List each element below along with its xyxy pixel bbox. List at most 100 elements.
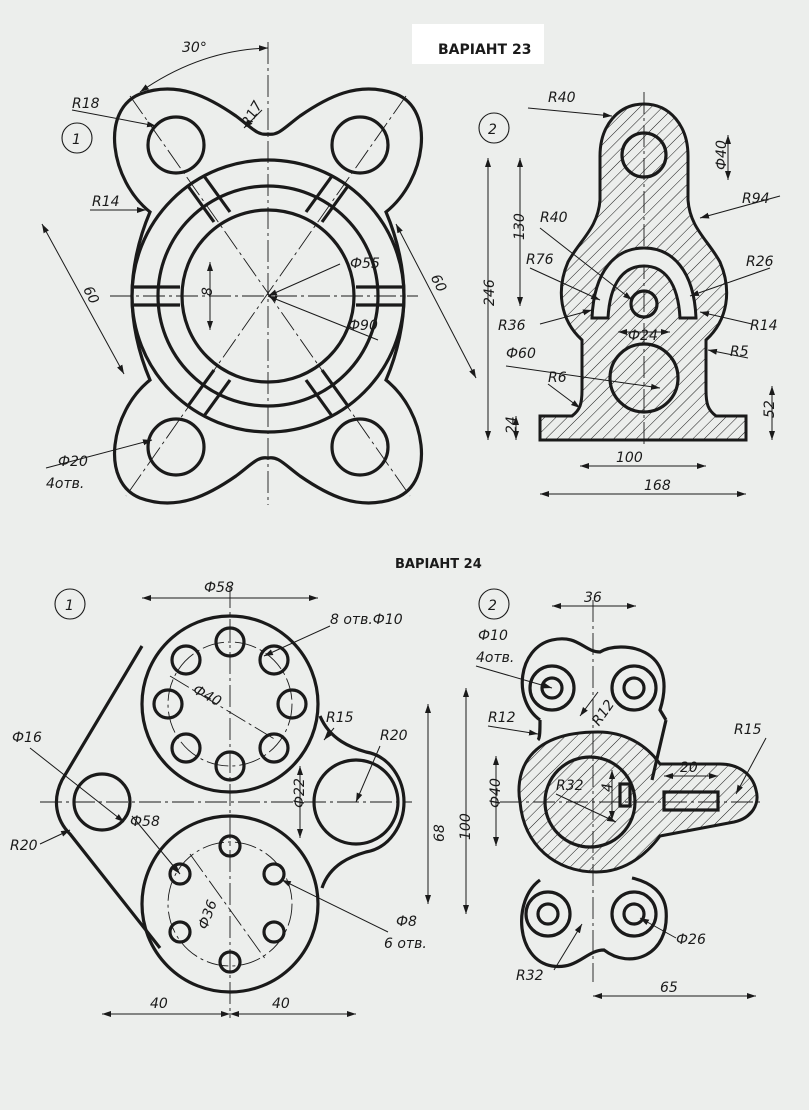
v24-figure2: 2 36 Ф10 4отв. R12 R12 R15 20 Ф40 R32: [458, 588, 767, 999]
v23-fig2-r26: R26: [746, 254, 774, 270]
v24-fig1-holes8-leader: [263, 625, 331, 657]
v24-fig1-top-bolt-circle: [167, 641, 293, 767]
v23-fig1-number: 1: [72, 132, 81, 148]
v23-fig1-r18: R18: [72, 96, 100, 112]
v23-fig2-bottom-bore: [608, 342, 680, 414]
v24-fig2-slot: [662, 790, 720, 812]
variant23-title: ВАРІАНТ 23: [438, 42, 531, 58]
v23-fig1-outer-contour: [113, 87, 423, 505]
v24-fig1-d36-leader: [189, 853, 267, 961]
v24-fig1-d40: Ф40: [190, 682, 224, 710]
v24-fig1-d16: Ф16: [12, 730, 42, 746]
v24-fig1-right-boss: [312, 758, 400, 846]
v24-fig2-hole-bl-inner: [536, 902, 560, 926]
v23-fig1-holes-d: Ф20: [58, 454, 88, 470]
v24-fig1-top-disk: [140, 614, 320, 794]
v23-fig2-w168: 168: [644, 478, 671, 494]
v24-fig1-r20-left: R20: [10, 838, 38, 854]
v23-fig2-r5: R5: [730, 344, 749, 360]
v24-fig1-bottom-bolt-circle: [167, 841, 293, 967]
v23-figure2: 2 R40 Ф40 R94 R40 R76 R26 130 246 R36 R1…: [478, 90, 781, 497]
v24-fig1-holes8: 8 отв.Ф10: [330, 612, 403, 628]
v24-fig2-w20: 20: [680, 760, 698, 776]
v23-fig2-r6: R6: [548, 370, 567, 386]
v23-fig2-r40-mid-leader: [539, 227, 633, 301]
v23-fig2-r94-leader: [699, 195, 781, 219]
variant24-title: ВАРІАНТ 24: [395, 557, 482, 572]
v23-fig2-d24: Ф24: [628, 328, 658, 344]
v24-fig2-r32-mid-leader: [555, 793, 617, 823]
v24-fig2-number-circle: [478, 588, 510, 620]
v23-fig1-number-circle: [61, 122, 93, 154]
v24-fig1-number: 1: [65, 598, 74, 614]
v24-fig2-r32-bottom: R32: [516, 968, 544, 984]
v23-fig2-d40: Ф40: [714, 140, 730, 170]
v24-fig2-hole-tl: [528, 664, 576, 712]
v24-fig1-r20-right-leader: [355, 745, 381, 803]
v23-fig2-d60: Ф60: [506, 346, 536, 362]
v24-fig1-d36: Ф36: [196, 898, 221, 932]
v24-fig1-w40-left: 40: [150, 996, 168, 1012]
v23-fig2-section: [538, 102, 748, 442]
v24-fig2-bore: [543, 755, 637, 849]
v24-fig2-d40: Ф40: [488, 778, 504, 808]
v23-fig2-r26-leader: [689, 267, 771, 297]
v23-fig2-r94: R94: [742, 191, 770, 207]
v24-fig1-bottom-disk: [140, 814, 320, 994]
v23-fig1-hole-tr: [330, 115, 390, 175]
v24-fig1-d58-top: Ф58: [204, 580, 234, 596]
v23-fig2-h24: 24: [504, 416, 520, 434]
v24-fig2-d10: Ф10: [478, 628, 508, 644]
v23-fig1-dim60-left: [41, 223, 125, 375]
v24-fig2-r32-bottom-leader: [553, 923, 583, 971]
v23-fig1-angle: 30°: [182, 40, 207, 56]
v23-fig2-h52: 52: [762, 400, 778, 418]
v24-fig1-d40-leader: [169, 675, 277, 741]
v23-fig1-angle-dim: [139, 45, 269, 93]
v24-fig2-holes4: 4отв.: [476, 650, 514, 666]
v23-fig1-hole-bl: [146, 417, 206, 477]
v23-fig1-diag-centerline-b: [125, 95, 407, 497]
v23-fig2-w100: 100: [616, 450, 643, 466]
v24-fig1-holes6: 6 отв.: [384, 936, 427, 952]
v23-fig2-number: 2: [488, 122, 497, 138]
v24-fig2-r15-leader: [735, 737, 767, 795]
v24-fig1-r15-leader: [323, 727, 335, 741]
v23-fig2-mid-hole: [629, 289, 659, 319]
v24-fig2-hole-br-inner: [622, 902, 646, 926]
v23-fig2-r5-leader: [707, 348, 749, 359]
v24-fig2-number: 2: [488, 598, 497, 614]
v23-fig2-h130: 130: [512, 213, 528, 240]
v24-fig1-r15: R15: [326, 710, 354, 726]
v23-fig1-hole-tl: [146, 115, 206, 175]
v23-fig2-r36-leader: [539, 309, 593, 325]
v23-fig2-r14-leader: [699, 311, 753, 325]
v23-fig1-h60-right: 60: [427, 272, 450, 295]
v23-fig1-dim60-right: [395, 223, 477, 379]
v24-fig2-r32-mid: R32: [556, 778, 584, 794]
v24-fig1-d16-leader: [29, 747, 125, 823]
v24-fig1-number-circle: [54, 588, 86, 620]
v24-fig2-h100: 100: [458, 813, 474, 840]
v23-fig1-w8: 8: [200, 287, 216, 296]
v23-fig1-d55-leader: [267, 263, 341, 297]
v24-fig2-r12-mid-leader: [579, 691, 599, 717]
v23-fig2-r40-top-leader: [527, 107, 613, 119]
variant23-header-box: [412, 24, 544, 64]
v23-fig2-h246: 246: [482, 279, 498, 306]
v24-fig2-r12-left-leader: [487, 725, 539, 736]
v23-fig2-arch-slot: [590, 246, 698, 320]
v24-fig1-w40-right: 40: [272, 996, 290, 1012]
v24-fig2-section: [517, 730, 759, 874]
v23-fig2-top-hole: [620, 131, 668, 179]
v23-fig2-d60-leader: [505, 365, 661, 390]
v24-fig1-d58-bottom-leader: [131, 815, 181, 875]
v24-fig2-hole-br: [610, 890, 658, 938]
v24-fig1-r20-right: R20: [380, 728, 408, 744]
v23-fig1-bore: [180, 208, 356, 384]
v24-fig1-d58-bottom: Ф58: [130, 814, 160, 830]
v23-fig1-d55: Ф55: [350, 256, 380, 272]
v23-fig2-r76-leader: [529, 267, 601, 301]
v24-fig1-d22: Ф22: [292, 778, 308, 808]
v23-fig2-r40-top: R40: [548, 90, 576, 106]
